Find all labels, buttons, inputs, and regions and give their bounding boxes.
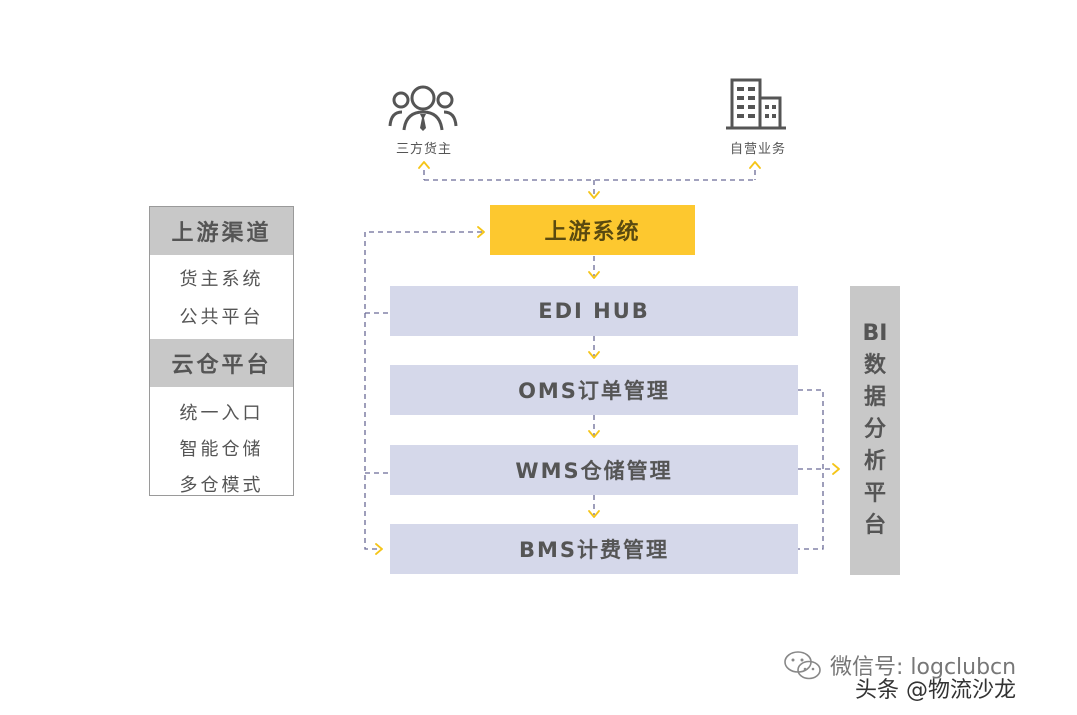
right-bracket-connector [798, 389, 824, 550]
arrow-down-icon [588, 510, 600, 518]
third-party-owner-label: 三方货主 [395, 142, 452, 157]
bi-char: 析 [863, 449, 886, 474]
wechat-watermark: 微信号: logclubcn [830, 655, 1017, 680]
wechat-icon [784, 651, 821, 680]
people-icon [388, 85, 458, 131]
bi-char: 分 [863, 417, 886, 442]
bi-char: 台 [863, 513, 886, 538]
bi-char: BI [862, 321, 888, 346]
list-item: 多仓模式 [179, 475, 264, 496]
list-item: 货主系统 [179, 269, 264, 290]
bms-box: BMS计费管理 [390, 524, 798, 574]
bi-char: 据 [863, 385, 886, 410]
arrow-down-icon [588, 191, 600, 199]
bi-platform-box: BI 数 据 分 析 平 台 [850, 286, 900, 575]
upstream-channel-header: 上游渠道 [150, 207, 293, 255]
arrow-right-icon [477, 226, 485, 238]
left-loop-connector [364, 231, 482, 550]
list-item: 公共平台 [179, 307, 264, 328]
wms-box: WMS仓储管理 [390, 445, 798, 495]
arrow-right-icon [375, 543, 383, 555]
bi-char: 数 [863, 353, 886, 378]
arrow-down-icon [588, 351, 600, 359]
toutiao-watermark: 头条 @物流沙龙 [855, 678, 1016, 703]
list-item: 智能仓储 [179, 439, 264, 460]
upstream-system-box: 上游系统 [490, 205, 695, 255]
left-panel: 上游渠道 货主系统 公共平台 云仓平台 统一入口 智能仓储 多仓模式 [149, 206, 294, 496]
arrow-up-icon [749, 161, 761, 169]
list-item: 统一入口 [179, 403, 264, 424]
edi-hub-box: EDI HUB [390, 286, 798, 336]
arrow-down-icon [588, 430, 600, 438]
arrow-down-icon [588, 271, 600, 279]
bi-char: 平 [863, 481, 886, 506]
cloud-warehouse-header: 云仓平台 [150, 339, 293, 387]
self-operated-label: 自营业务 [729, 142, 786, 157]
arrow-right-icon [832, 463, 840, 475]
arrow-up-icon [418, 161, 430, 169]
oms-box: OMS订单管理 [390, 365, 798, 415]
building-icon [726, 78, 786, 130]
